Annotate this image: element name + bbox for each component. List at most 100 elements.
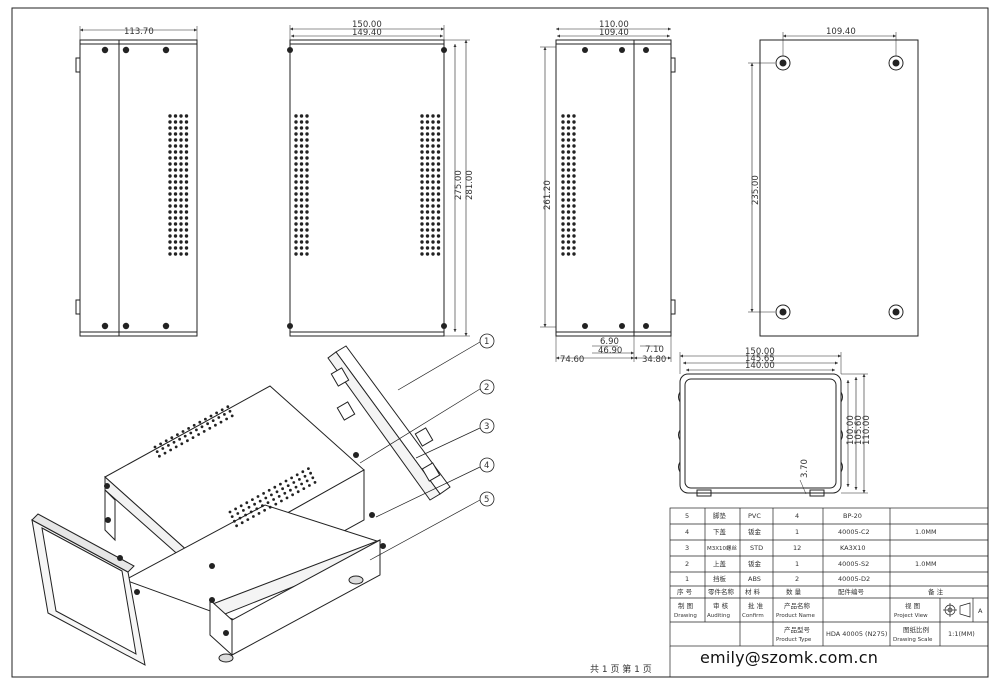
vent-hole [235, 524, 239, 528]
vent-hole [431, 114, 435, 118]
vent-hole [431, 234, 435, 238]
vent-hole [299, 234, 304, 238]
vent-hole [561, 162, 565, 166]
vent-hole [179, 228, 183, 232]
view-letter: A [978, 607, 983, 615]
vent-hole [173, 234, 178, 238]
vent-hole [294, 246, 298, 250]
vent-hole [572, 198, 576, 202]
vent-hole [436, 192, 441, 196]
dim-view4-height: 235.00 [751, 175, 761, 205]
vent-hole [184, 228, 189, 232]
screws-iso [104, 452, 386, 636]
vent-hole [431, 174, 435, 178]
vent-hole [561, 222, 565, 226]
page-count: 共 1 页 第 1 页 [590, 663, 652, 675]
bom-header: 序 号 零件名称 材 料 数 量 配件编号 备 注 [677, 587, 944, 596]
vent-hole [299, 240, 304, 244]
vent-hole [294, 180, 298, 184]
vent-hole [572, 138, 576, 142]
vent-hole [561, 216, 565, 220]
vent-hole [420, 204, 424, 208]
vent-hole [420, 174, 424, 178]
vent-hole [256, 495, 260, 498]
vent-hole [420, 234, 424, 238]
vent-hole [561, 138, 565, 142]
vent-hole [192, 423, 196, 427]
vent-hole [420, 180, 424, 184]
vent-hole [168, 132, 172, 136]
svg-text:上盖: 上盖 [713, 559, 727, 568]
dim-view3-b4: 74.60 [560, 355, 584, 365]
vent-hole [561, 198, 565, 202]
vent-hole [215, 411, 219, 415]
vent-hole [179, 186, 183, 190]
vent-hole [294, 138, 298, 142]
vent-hole [266, 501, 270, 504]
vent-hole [168, 120, 172, 124]
vent-hole [566, 186, 571, 190]
vent-hole [168, 162, 172, 166]
vent-hole [294, 216, 298, 220]
vent-hole [425, 180, 430, 184]
vent-hole [209, 414, 213, 418]
vent-hole [179, 240, 183, 244]
vent-hole [313, 481, 317, 484]
vent-hole [420, 198, 424, 202]
vent-hole [305, 234, 309, 238]
dim-view3-b3: 46.90 [598, 346, 622, 356]
vent-hole [436, 150, 441, 154]
vent-hole [294, 156, 298, 160]
vent-hole [431, 204, 435, 208]
vent-hole [305, 204, 309, 208]
vent-hole [202, 430, 206, 433]
vent-hole [263, 508, 266, 512]
vent-hole [252, 515, 255, 518]
side-bumps-view-5 [678, 391, 843, 473]
vent-hole [184, 234, 189, 238]
vent-hole [308, 484, 311, 487]
svg-text:下盖: 下盖 [713, 527, 727, 536]
vent-hole [184, 138, 189, 142]
vent-hole [425, 138, 430, 142]
vent-hole [566, 114, 571, 118]
vent-hole [561, 180, 565, 184]
vent-hole [431, 222, 435, 226]
vent-hole [572, 246, 576, 250]
vent-hole [572, 180, 576, 184]
vent-hole [299, 126, 304, 130]
vent-hole [425, 204, 430, 208]
vent-hole [240, 521, 244, 525]
vent-hole [420, 114, 424, 118]
label-pname-en: Product Name [776, 613, 815, 619]
vent-hole [299, 156, 304, 160]
vent-hole [268, 505, 272, 509]
vent-hole [184, 204, 189, 208]
vent-hole [178, 437, 182, 441]
vent-hole [168, 252, 172, 256]
vent-hole [431, 240, 435, 244]
vent-hole [179, 204, 183, 208]
vent-hole [572, 186, 576, 190]
vent-hole [179, 156, 183, 160]
vent-hole [566, 126, 571, 130]
vent-hole [561, 204, 565, 208]
svg-text:1: 1 [795, 528, 799, 536]
vent-hole [561, 150, 565, 154]
vent-hole [294, 174, 298, 178]
vent-hole [572, 204, 576, 208]
vent-hole [572, 228, 576, 232]
vent-hole [283, 491, 287, 495]
vent-hole [179, 150, 183, 154]
label-ptype-en: Product Type [776, 637, 812, 643]
vent-hole [292, 481, 296, 484]
screw-holes-view-2 [287, 47, 447, 329]
vent-hole [436, 144, 441, 148]
vent-hole [420, 240, 424, 244]
vent-hole [294, 162, 298, 166]
balloon-3: 3 [484, 422, 489, 432]
vent-hole [420, 150, 424, 154]
vent-hole [566, 180, 571, 184]
svg-text:2: 2 [795, 575, 799, 583]
vent-hole [431, 186, 435, 190]
